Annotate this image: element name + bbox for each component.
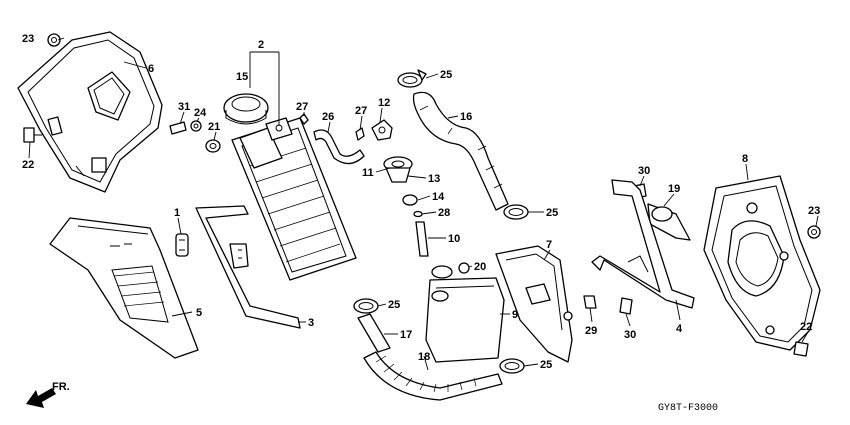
label-part-21: 21 bbox=[208, 121, 220, 133]
bolt-22-left bbox=[23, 127, 42, 143]
label-part-18: 18 bbox=[418, 351, 430, 363]
bolt-31 bbox=[169, 121, 187, 135]
label-part-17: 17 bbox=[400, 329, 412, 341]
label-part-26: 26 bbox=[322, 111, 334, 123]
part-labels: 2 15 23 6 31 24 21 22 1 5 3 27 26 27 12 … bbox=[22, 33, 820, 371]
overflow-hose-18-part bbox=[363, 351, 503, 401]
hose-clamp-25-top bbox=[397, 69, 427, 88]
label-part-2: 2 bbox=[258, 39, 264, 51]
bolt-23-right bbox=[807, 225, 821, 239]
damper-19 bbox=[647, 203, 691, 241]
leader-lines bbox=[28, 37, 819, 371]
radiator-2-part bbox=[231, 117, 357, 281]
grommet-14 bbox=[402, 194, 418, 206]
label-part-9: 9 bbox=[512, 309, 518, 321]
label-part-30-lower: 30 bbox=[624, 329, 636, 341]
label-part-25-top: 25 bbox=[440, 69, 452, 81]
bolt-20 bbox=[458, 262, 470, 274]
radiator-shroud-right-8-part bbox=[703, 175, 821, 351]
label-part-1: 1 bbox=[174, 207, 180, 219]
label-part-13: 13 bbox=[428, 173, 440, 185]
front-direction-indicator: FR. bbox=[26, 381, 70, 408]
label-part-15: 15 bbox=[236, 71, 248, 83]
bolt-22-right bbox=[793, 341, 809, 357]
upper-hose-16-part bbox=[412, 91, 509, 211]
label-part-7: 7 bbox=[546, 239, 552, 251]
hose-26 bbox=[313, 129, 365, 165]
tube-10 bbox=[415, 221, 429, 257]
label-part-8: 8 bbox=[742, 153, 748, 165]
label-part-3: 3 bbox=[308, 317, 314, 329]
label-part-19: 19 bbox=[668, 183, 680, 195]
reservoir-cover-7-part bbox=[495, 245, 573, 363]
label-part-27-a: 27 bbox=[296, 101, 308, 113]
reservoir-tank-9-part bbox=[425, 265, 505, 363]
label-part-25-lower: 25 bbox=[388, 299, 400, 311]
radiator-shroud-left-part bbox=[17, 31, 163, 193]
bracket-4-part bbox=[591, 179, 695, 309]
front-arrow-icon bbox=[26, 388, 56, 408]
label-part-22-right: 22 bbox=[800, 321, 812, 333]
bolt-23-top-left bbox=[47, 33, 61, 47]
label-part-11: 11 bbox=[362, 167, 374, 179]
hose-clamp-25-reservoir bbox=[499, 358, 525, 374]
label-part-25-reservoir: 25 bbox=[540, 359, 552, 371]
label-part-6: 6 bbox=[148, 63, 154, 75]
label-part-20: 20 bbox=[474, 261, 486, 273]
hose-clamp-25-mid bbox=[503, 204, 529, 220]
label-part-5: 5 bbox=[196, 307, 202, 319]
label-part-12: 12 bbox=[378, 97, 390, 109]
lower-grille-shroud-part bbox=[49, 217, 199, 359]
label-part-29: 29 bbox=[585, 325, 597, 337]
label-part-25-mid: 25 bbox=[546, 207, 558, 219]
label-part-28: 28 bbox=[438, 207, 450, 219]
label-part-24: 24 bbox=[194, 107, 207, 119]
fitting-12 bbox=[371, 119, 393, 141]
label-part-30-upper: 30 bbox=[638, 165, 650, 177]
hose-clamp-25-lower bbox=[353, 298, 379, 314]
radiator-cap-15 bbox=[223, 93, 269, 125]
label-part-10: 10 bbox=[448, 233, 460, 245]
bolt-30-lower bbox=[619, 297, 633, 315]
filler-neck-11-13 bbox=[383, 156, 413, 183]
grommet-1 bbox=[175, 233, 189, 257]
label-part-23-left: 23 bbox=[22, 33, 34, 45]
radiator-bracket-3-part bbox=[195, 205, 301, 329]
front-direction-label: FR. bbox=[52, 381, 70, 393]
clip-27-a bbox=[299, 113, 309, 125]
label-part-16: 16 bbox=[460, 111, 472, 123]
bolt-29 bbox=[583, 295, 597, 309]
label-part-27-b: 27 bbox=[355, 105, 367, 117]
label-part-23-right: 23 bbox=[808, 205, 820, 217]
grommet-21 bbox=[205, 139, 221, 153]
label-part-14: 14 bbox=[432, 191, 445, 203]
label-part-22-left: 22 bbox=[22, 159, 34, 171]
clip-28 bbox=[413, 210, 423, 218]
label-part-31: 31 bbox=[178, 101, 190, 113]
diagram-code: GY8T-F3000 bbox=[658, 403, 718, 414]
washer-24 bbox=[190, 120, 202, 132]
label-part-4: 4 bbox=[676, 323, 683, 335]
lower-hose-17-part bbox=[357, 313, 391, 353]
